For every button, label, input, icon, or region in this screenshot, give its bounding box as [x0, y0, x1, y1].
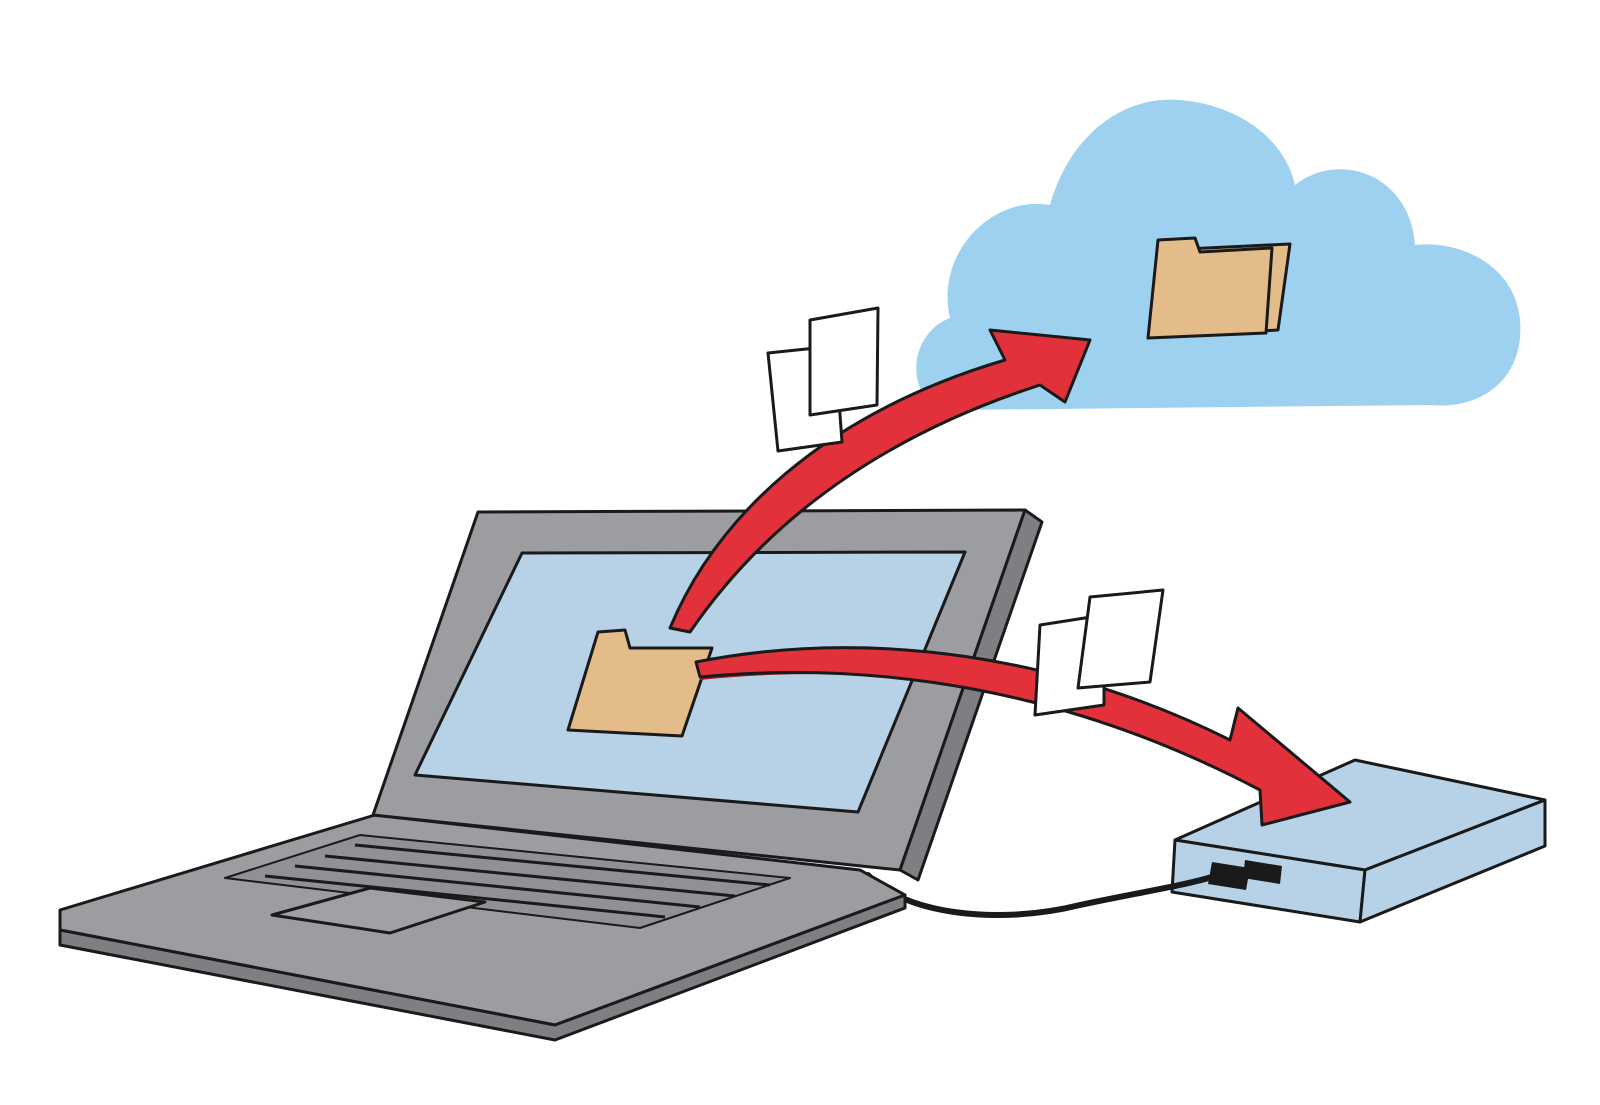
hard-drive-icon — [1170, 758, 1547, 924]
screen-folder-icon — [566, 628, 714, 738]
cloud-folder-icon — [1146, 236, 1292, 340]
documents-to-cloud-icon — [766, 306, 880, 453]
usb-cable-icon — [865, 862, 1250, 918]
laptop-base-edge — [58, 893, 907, 1042]
laptop-trackpad — [270, 886, 487, 935]
laptop-lid-edge — [898, 508, 1044, 882]
cable-wire — [865, 870, 1228, 918]
cable-plug — [1208, 862, 1250, 890]
arrow-to-drive-shape — [694, 646, 1352, 827]
cloud-folder-front — [1146, 236, 1274, 340]
arrow-to-cloud-icon — [668, 328, 1092, 634]
laptop-icon — [58, 508, 1044, 1042]
arrow-to-drive-icon — [694, 646, 1352, 827]
drive-usb-port — [1243, 860, 1282, 884]
drive-side — [1358, 798, 1547, 924]
screen-folder-shape — [566, 628, 714, 738]
arrow-to-cloud-shape — [668, 328, 1092, 634]
document-front — [808, 306, 880, 417]
documents-to-drive-icon — [1033, 588, 1165, 717]
laptop-keyboard — [224, 834, 791, 929]
document-front — [1076, 588, 1165, 690]
